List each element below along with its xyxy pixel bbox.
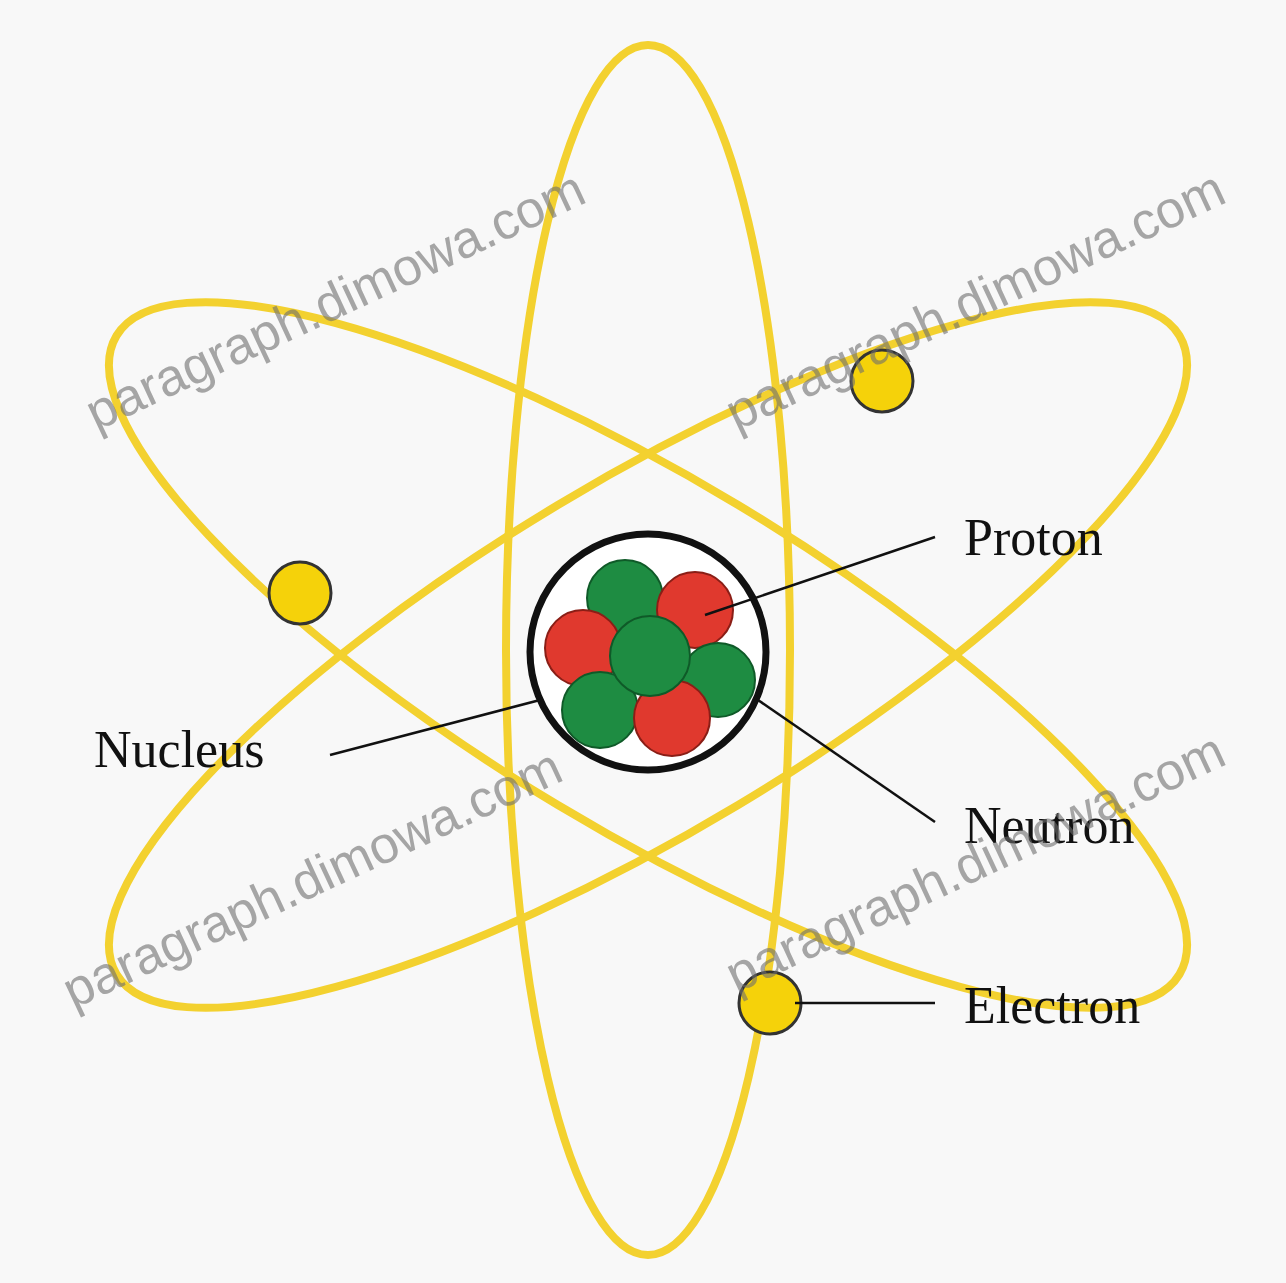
electron-dot [269, 562, 331, 624]
leader-line [705, 537, 935, 615]
part-label: Proton [964, 512, 1103, 564]
orbit-descending [26, 186, 1269, 1125]
part-label: Electron [964, 980, 1140, 1032]
nucleons [545, 560, 755, 756]
orbit-ascending [26, 186, 1269, 1125]
leader-line [330, 700, 540, 755]
nucleus-ring [530, 534, 766, 770]
orbits [26, 45, 1269, 1255]
leader-line [758, 700, 935, 822]
leader-line [795, 1002, 935, 1005]
part-label: Nucleus [94, 724, 264, 776]
neutron-ball [610, 616, 690, 696]
